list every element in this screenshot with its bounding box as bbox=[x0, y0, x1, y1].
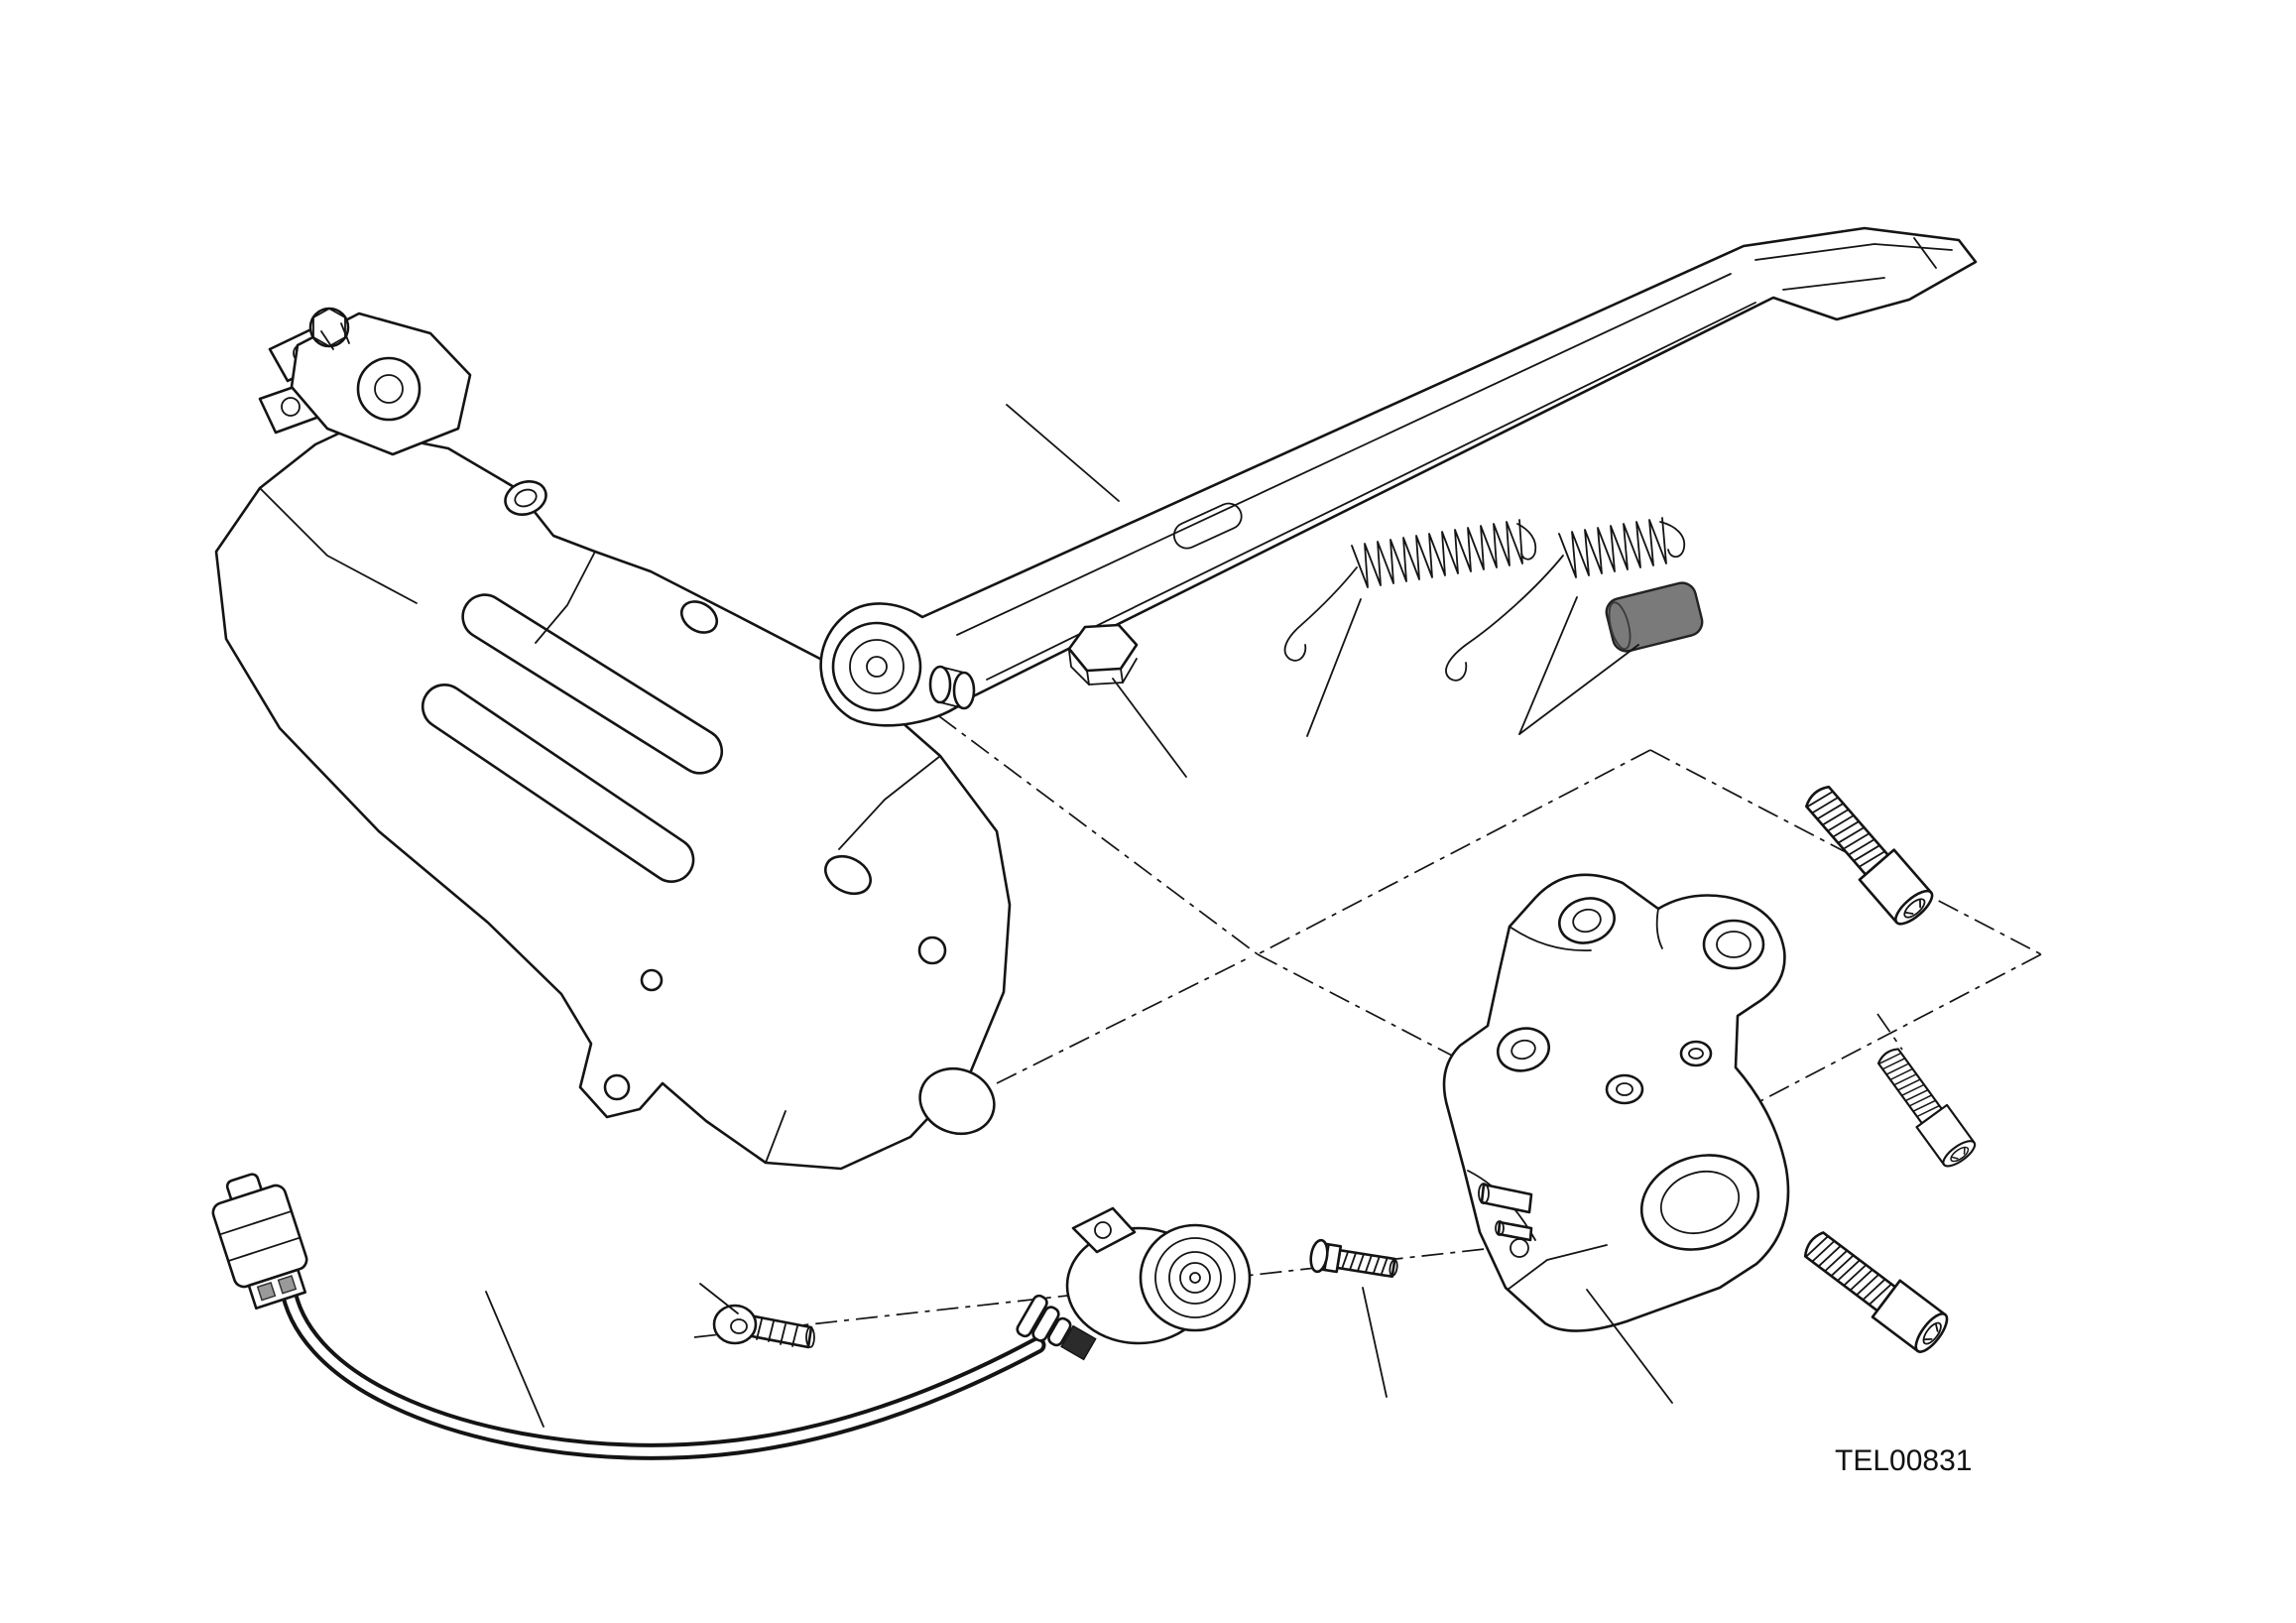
switch-screw-washer bbox=[712, 1304, 815, 1349]
spring-hook-left bbox=[1283, 566, 1358, 662]
bracket-hole-top bbox=[679, 600, 719, 634]
plate-pin bbox=[1480, 1183, 1533, 1214]
rubber-end-cap bbox=[1605, 581, 1704, 653]
bracket-hole-small bbox=[917, 936, 947, 965]
bracket-threaded-boss bbox=[504, 480, 547, 516]
switch-cable bbox=[279, 1277, 1046, 1460]
leader-pivot-hex-bolt bbox=[1112, 678, 1187, 778]
spring-hook-left bbox=[1445, 555, 1564, 682]
leader-return-spring-inner bbox=[1518, 596, 1578, 735]
diagram-code-label: TEL00831 bbox=[1835, 1444, 1972, 1477]
plate-hole-top bbox=[1558, 897, 1616, 944]
bracket-slot-upper bbox=[461, 593, 724, 775]
plate-hole-right bbox=[1702, 919, 1765, 970]
stand-pivot-boss bbox=[831, 621, 922, 712]
leader-switch-cable bbox=[485, 1291, 544, 1428]
switch-face bbox=[1139, 1223, 1252, 1332]
leader-rubber-end-cap bbox=[1518, 644, 1639, 735]
switch-boot bbox=[1016, 1294, 1097, 1361]
plate-hole-left bbox=[1497, 1027, 1550, 1072]
plate-hole-small bbox=[1679, 1040, 1713, 1067]
spring-hook-right bbox=[1516, 523, 1537, 561]
return-spring-outer bbox=[1283, 519, 1537, 662]
switch-tab bbox=[1071, 1206, 1137, 1254]
pivot-bushing bbox=[928, 665, 976, 710]
socket-screw-bottom bbox=[1795, 1222, 1954, 1358]
stand-mounting-plate bbox=[1442, 873, 1790, 1332]
bracket-slot-lower bbox=[421, 684, 695, 883]
bracket-pivot-clamp bbox=[258, 307, 472, 456]
spring-hook-right bbox=[1659, 521, 1686, 559]
leader-lines bbox=[485, 404, 1673, 1428]
side-stand-leg bbox=[819, 226, 1978, 727]
pivot-hex-bolt bbox=[1067, 623, 1139, 686]
plate-hole-center bbox=[1605, 1073, 1644, 1105]
stand-rib-slot bbox=[1172, 502, 1243, 550]
connector-pin bbox=[277, 1275, 298, 1295]
leader-mounting-plate bbox=[1586, 1289, 1673, 1404]
bracket-hole-mid bbox=[824, 854, 872, 896]
leader-switch-stud bbox=[1362, 1287, 1388, 1398]
bracket-hole-lower bbox=[640, 968, 664, 992]
leader-side-stand-leg bbox=[1006, 404, 1120, 502]
clamp-boss bbox=[356, 356, 422, 422]
leader-return-spring-outer bbox=[1306, 598, 1362, 737]
socket-screw-top bbox=[1796, 777, 1939, 931]
connector-pin bbox=[256, 1281, 277, 1302]
bracket-ear-hole bbox=[603, 1073, 631, 1101]
return-spring-inner bbox=[1445, 517, 1686, 682]
side-stand-switch bbox=[1016, 1206, 1252, 1361]
leader-screw-washer bbox=[699, 1283, 739, 1314]
washer bbox=[712, 1304, 758, 1345]
plate-pin-small bbox=[1497, 1220, 1533, 1242]
rear-frame-bracket bbox=[214, 427, 1012, 1171]
switch-stud bbox=[1309, 1238, 1398, 1279]
cable-connector bbox=[211, 1173, 308, 1311]
switch-spade-connector bbox=[1060, 1324, 1097, 1361]
bracket-hole-large bbox=[918, 1066, 996, 1136]
socket-screw-middle bbox=[1870, 1041, 1980, 1172]
